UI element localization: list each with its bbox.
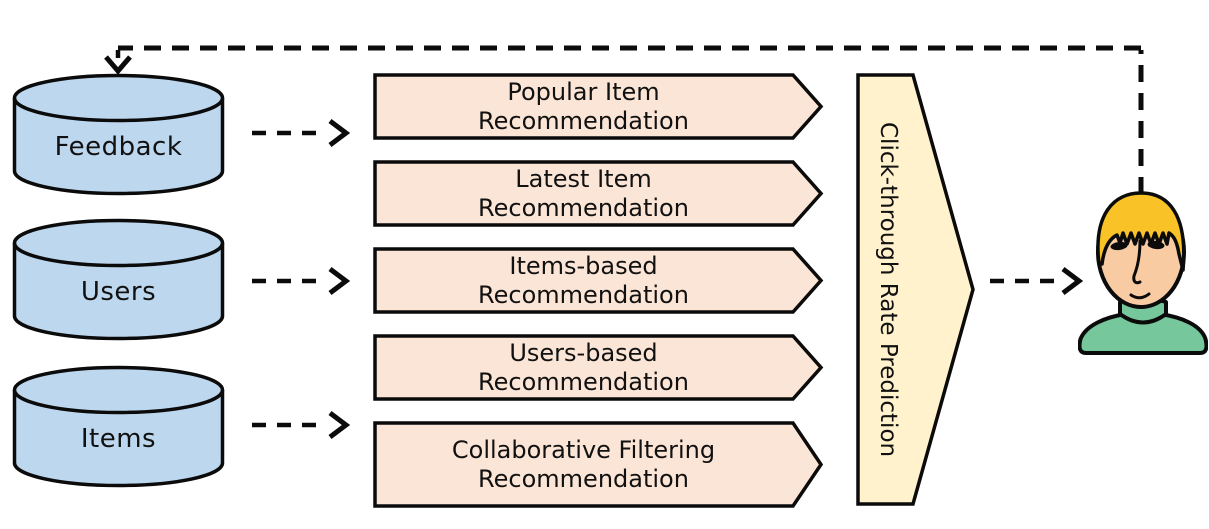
arrow-box-icon <box>373 421 824 508</box>
arrow-box-icon <box>373 73 824 140</box>
ctr-prediction-block: Click-through Rate Prediction <box>856 73 975 506</box>
database-items: Items <box>12 365 225 488</box>
recommender-latest-item-label: Latest Item Recommendation <box>478 164 689 222</box>
recommender-collaborative-filtering-label: Collaborative Filtering Recommendation <box>451 435 716 493</box>
prediction-to-user-arrow <box>990 267 1084 295</box>
recommender-latest-item: Latest Item Recommendation <box>373 160 824 227</box>
recommender-popular-item-label: Popular Item Recommendation <box>478 77 689 135</box>
database-feedback: Feedback <box>12 73 225 196</box>
database-users-label: Users <box>80 276 157 307</box>
recommender-popular-item: Popular Item Recommendation <box>373 73 824 140</box>
arrow-box-icon <box>373 334 824 401</box>
cylinder-icon <box>12 73 225 196</box>
cylinder-icon <box>12 365 225 488</box>
recommender-users-based: Users-based Recommendation <box>373 334 824 401</box>
users-to-recommenders-arrow <box>252 267 351 295</box>
arrow-box-icon <box>373 247 824 314</box>
recommender-users-based-label: Users-based Recommendation <box>478 338 689 396</box>
database-feedback-label: Feedback <box>54 131 183 162</box>
recommender-collaborative-filtering: Collaborative Filtering Recommendation <box>373 421 824 508</box>
pentagon-icon <box>856 73 975 506</box>
ctr-prediction-label: Click-through Rate Prediction <box>875 121 901 458</box>
user-avatar-icon <box>1078 186 1208 356</box>
recommender-items-based: Items-based Recommendation <box>373 247 824 314</box>
database-users: Users <box>12 218 225 341</box>
user-feedback-loop-arrow <box>104 45 1144 194</box>
cylinder-icon <box>12 218 225 341</box>
recommender-items-based-label: Items-based Recommendation <box>478 251 689 309</box>
items-to-recommenders-arrow <box>252 411 351 439</box>
database-items-label: Items <box>80 423 157 454</box>
arrow-box-icon <box>373 160 824 227</box>
feedback-to-recommenders-arrow <box>252 119 351 147</box>
